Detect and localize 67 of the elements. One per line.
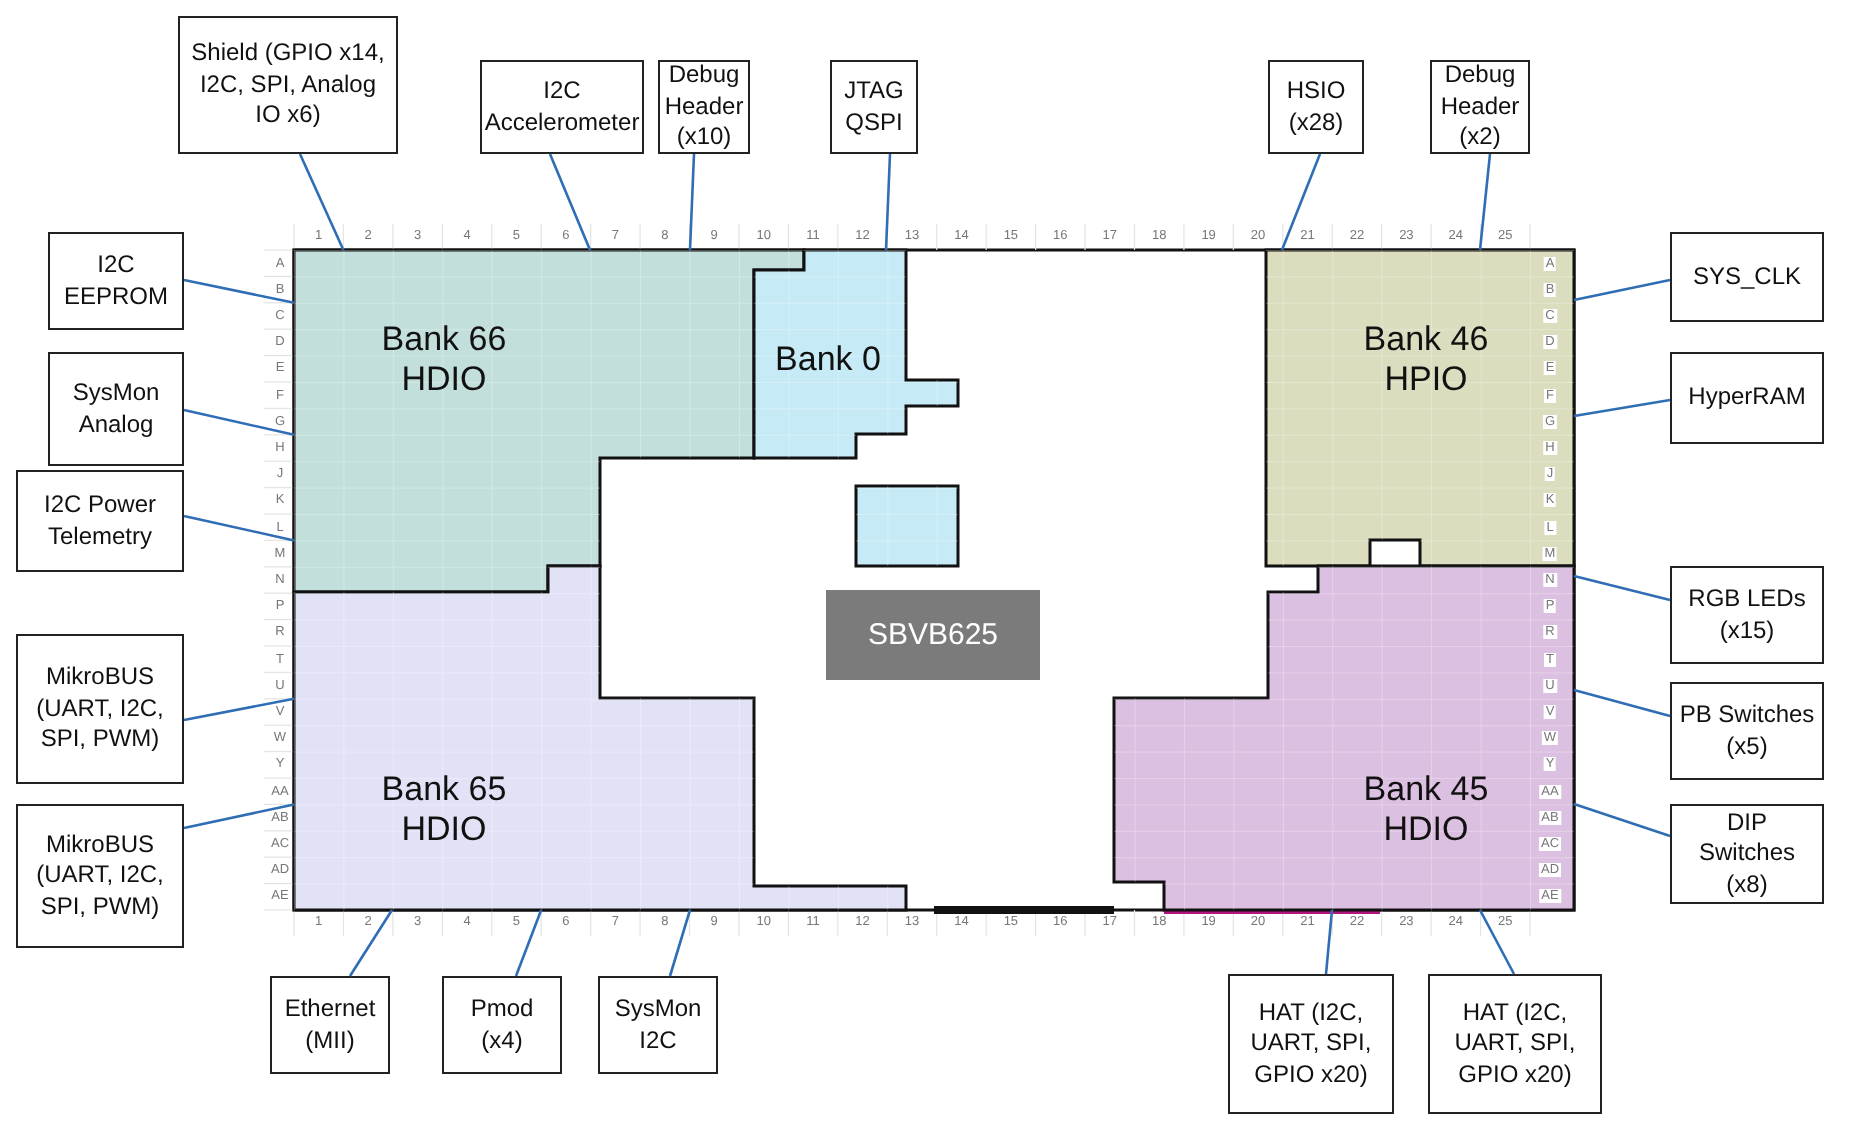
leader-line xyxy=(1324,909,1334,975)
leader-line xyxy=(298,153,345,251)
leader-line xyxy=(1478,153,1492,251)
leader-line xyxy=(1573,278,1671,302)
callout-box xyxy=(1228,974,1394,1114)
leader-line xyxy=(183,514,295,542)
callout-text: I2C Accelerometer xyxy=(484,75,640,139)
callout-text: HSIO (x28) xyxy=(1284,75,1348,139)
callout-box xyxy=(48,352,184,466)
callout-box xyxy=(1670,566,1824,664)
callout-box xyxy=(1670,352,1824,444)
chip-label: SBVB625 xyxy=(826,590,1040,680)
callout-text: PB Switches (x5) xyxy=(1678,699,1816,763)
callout-text: JTAG QSPI xyxy=(842,75,906,139)
callout-box xyxy=(48,232,184,330)
callout-text: Shield (GPIO x14, I2C, SPI, Analog IO x6) xyxy=(189,38,387,132)
callout-text: SysMon I2C xyxy=(612,993,704,1057)
callout-text: HyperRAM xyxy=(1688,382,1806,414)
callout-text: RGB LEDs (x15) xyxy=(1686,583,1808,647)
callout-text: Debug Header (x10) xyxy=(664,60,744,154)
callout-text: MikroBUS (UART, I2C, SPI, PWM) xyxy=(34,662,166,756)
callout-box xyxy=(16,470,184,572)
callout-text: SysMon Analog xyxy=(70,377,162,441)
callout-text: I2C Power Telemetry xyxy=(41,489,159,553)
leader-line xyxy=(183,803,295,830)
callout-text: SYS_CLK xyxy=(1692,261,1802,293)
callout-box xyxy=(1428,974,1602,1114)
leader-line xyxy=(668,909,692,977)
leader-line xyxy=(183,408,295,437)
leader-line xyxy=(348,909,394,977)
leader-line xyxy=(1573,688,1671,718)
callout-box xyxy=(178,16,398,154)
leader-line xyxy=(688,153,696,251)
callout-box xyxy=(830,60,918,154)
callout-text: MikroBUS (UART, I2C, SPI, PWM) xyxy=(34,829,166,923)
bank-label: Bank 45 HDIO xyxy=(1361,770,1491,850)
leader-line xyxy=(1573,802,1671,838)
callout-text: HAT (I2C, UART, SPI, GPIO x20) xyxy=(1248,997,1374,1091)
leader-line xyxy=(514,909,543,977)
leader-line xyxy=(884,153,892,251)
callout-box xyxy=(1670,804,1824,904)
bank-label: Bank 65 HDIO xyxy=(379,770,509,850)
leader-line xyxy=(1280,153,1322,251)
leader-line xyxy=(1573,574,1671,602)
callout-box xyxy=(1268,60,1364,154)
bank-label: Bank 66 HDIO xyxy=(379,320,509,400)
callout-text: I2C EEPROM xyxy=(61,249,170,313)
callout-box xyxy=(1670,232,1824,322)
callout-box xyxy=(16,634,184,784)
callout-text: Ethernet (MII) xyxy=(282,993,378,1057)
bank-label: Bank 0 xyxy=(773,340,883,380)
callout-text: Debug Header (x2) xyxy=(1438,60,1522,154)
callout-text: DIP Switches (x8) xyxy=(1696,807,1798,901)
callout-box xyxy=(480,60,644,154)
callout-box xyxy=(442,976,562,1074)
leader-line xyxy=(183,697,295,722)
leader-line xyxy=(548,153,592,251)
callout-box xyxy=(598,976,718,1074)
callout-box xyxy=(270,976,390,1074)
leader-line xyxy=(1478,909,1516,975)
callout-box xyxy=(1670,682,1824,780)
leader-line xyxy=(183,278,295,305)
leader-line xyxy=(1573,398,1671,418)
callout-text: HAT (I2C, UART, SPI, GPIO x20) xyxy=(1452,997,1578,1091)
bank-label: Bank 46 HPIO xyxy=(1361,320,1491,400)
callout-text: Pmod (x4) xyxy=(468,993,536,1057)
callout-box xyxy=(16,804,184,948)
